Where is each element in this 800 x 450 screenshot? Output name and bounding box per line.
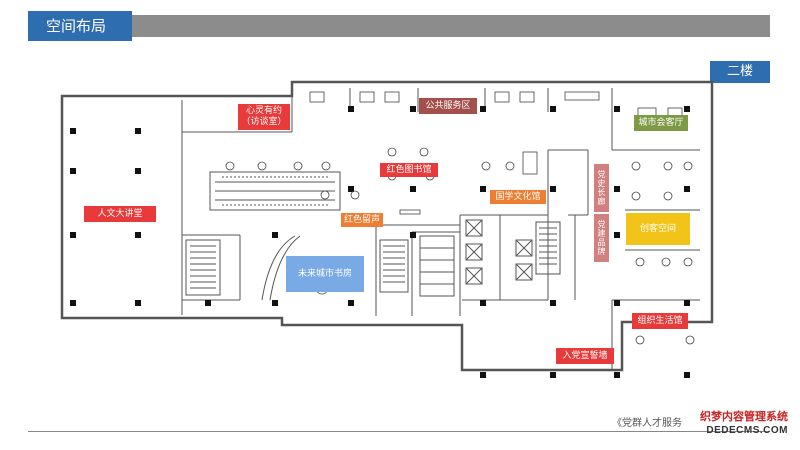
room-label-gonggong: 公共服务区 (419, 98, 477, 114)
room-label-hongse-liusheng: 红色留声 (341, 213, 383, 227)
room-label-xinling: 心灵有约（访谈室） (238, 104, 290, 130)
header-bar (28, 15, 770, 37)
floor-badge: 二楼 (710, 61, 770, 83)
room-label-guoxue: 国学文化馆 (490, 190, 546, 204)
outer-wall (60, 80, 714, 372)
room-label-chuangke: 创客空间 (626, 213, 690, 245)
watermark-line2: DEDECMS.COM (706, 425, 788, 436)
room-label-dangjian-pinpai: 党建品牌 (594, 214, 609, 262)
watermark-line1: 织梦内容管理系统 (700, 411, 788, 423)
footer-text: 《党群人才服务 (612, 418, 682, 429)
room-label-renwen-dajiangtang: 人文大讲堂 (84, 206, 156, 222)
room-label-hongse-tushuguan: 红色图书馆 (380, 163, 438, 177)
room-label-dangshi-changlang: 党史长廊 (594, 164, 609, 212)
room-label-weilai-shufang: 未来城市书房 (286, 256, 364, 292)
room-label-zuzhi-shenghuo: 组织生活馆 (632, 313, 688, 329)
watermark: 织梦内容管理系统 DEDECMS.COM (690, 411, 788, 441)
room-label-chengshi-keting: 城市会客厅 (634, 115, 688, 131)
page-title: 空间布局 (28, 11, 132, 41)
footer-divider (28, 431, 770, 432)
room-label-rudang-xuanshi: 入党宣誓墙 (556, 348, 614, 364)
